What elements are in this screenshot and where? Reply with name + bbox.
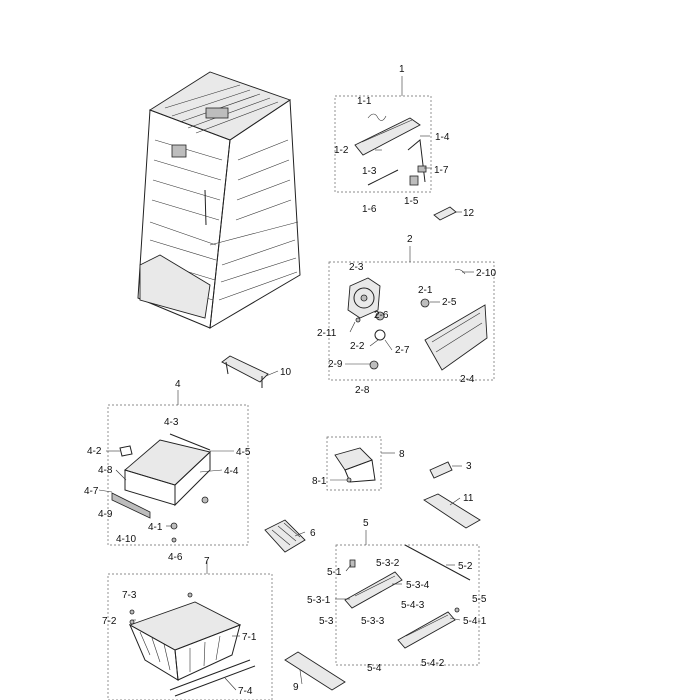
part-8-assembly	[334, 447, 376, 483]
label-4-10: 4-10	[116, 534, 136, 545]
group-2-box	[328, 261, 495, 381]
leader-lines	[98, 135, 474, 691]
label-1-4: 1-4	[435, 132, 450, 143]
label-8-1: 8-1	[312, 476, 327, 487]
label-5-1: 5-1	[327, 567, 342, 578]
label-5-3: 5-3	[319, 616, 334, 627]
label-4-1: 4-1	[148, 522, 163, 533]
group-8-box	[326, 436, 382, 491]
part-2-assembly	[347, 269, 488, 371]
label-4-3: 4-3	[164, 417, 179, 428]
label-1-2: 1-2	[334, 145, 349, 156]
label-1-1: 1-1	[357, 96, 372, 107]
label-4-7: 4-7	[84, 486, 99, 497]
label-5-2: 5-2	[458, 561, 473, 572]
label-11: 11	[463, 493, 474, 504]
label-5: 5	[363, 518, 369, 529]
part-6-cover	[264, 519, 306, 553]
label-5-3-4: 5-3-4	[406, 580, 430, 591]
label-8: 8	[399, 449, 405, 460]
label-6: 6	[310, 528, 316, 539]
label-2-9: 2-9	[328, 359, 343, 370]
label-2-3: 2-3	[349, 262, 364, 273]
part-5-assembly	[344, 544, 471, 649]
group-7-box	[107, 573, 273, 700]
label-9: 9	[293, 682, 299, 693]
part-10-handle	[221, 355, 269, 388]
part-7-basket	[128, 592, 256, 697]
label-2-6: 2-6	[374, 310, 389, 321]
part-11-rail	[423, 493, 481, 529]
label-4-5: 4-5	[236, 447, 251, 458]
part-4-drawer-assembly	[111, 433, 211, 543]
label-5-4-1: 5-4-1	[463, 616, 487, 627]
label-5-4-3: 5-4-3	[401, 600, 425, 611]
label-5-5: 5-5	[472, 594, 487, 605]
label-2-7: 2-7	[395, 345, 410, 356]
label-4-9: 4-9	[98, 509, 113, 520]
refrigerator-cabinet	[137, 71, 301, 329]
callout-labels: 1 1-1 1-2 1-4 1-3 1-7 1-5 1-6 12 2 2-3 2…	[84, 64, 496, 697]
label-1-5: 1-5	[404, 196, 419, 207]
label-1-6: 1-6	[362, 204, 377, 215]
label-10: 10	[280, 367, 292, 378]
label-2-1: 2-1	[418, 285, 433, 296]
label-12: 12	[463, 208, 475, 219]
group-1-box	[334, 95, 432, 193]
label-5-3-2: 5-3-2	[376, 558, 400, 569]
part-12-filter	[433, 206, 462, 221]
part-9-rail	[284, 651, 346, 691]
label-2-10: 2-10	[476, 268, 496, 279]
label-5-3-1: 5-3-1	[307, 595, 331, 606]
label-7-1: 7-1	[242, 632, 257, 643]
label-2-11: 2-11	[317, 328, 337, 339]
label-4: 4	[175, 379, 181, 390]
label-2-4: 2-4	[460, 374, 475, 385]
label-7-2: 7-2	[102, 616, 117, 627]
label-7-4: 7-4	[238, 686, 253, 697]
label-4-6: 4-6	[168, 552, 183, 563]
label-3: 3	[466, 461, 472, 472]
label-4-2: 4-2	[87, 446, 102, 457]
label-4-4: 4-4	[224, 466, 239, 477]
label-1-7: 1-7	[434, 165, 449, 176]
label-7-3: 7-3	[122, 590, 137, 601]
label-5-4: 5-4	[367, 663, 382, 674]
label-2-2: 2-2	[350, 341, 365, 352]
label-2-8: 2-8	[355, 385, 370, 396]
part-3	[429, 461, 453, 479]
part-1-assembly	[354, 113, 427, 186]
label-1-3: 1-3	[362, 166, 377, 177]
label-5-3-3: 5-3-3	[361, 616, 385, 627]
label-1: 1	[399, 64, 405, 75]
label-7: 7	[204, 556, 210, 567]
label-2-5: 2-5	[442, 297, 457, 308]
label-5-4-2: 5-4-2	[421, 658, 445, 669]
label-4-8: 4-8	[98, 465, 113, 476]
group-5-box	[335, 544, 480, 666]
label-2: 2	[407, 234, 413, 245]
